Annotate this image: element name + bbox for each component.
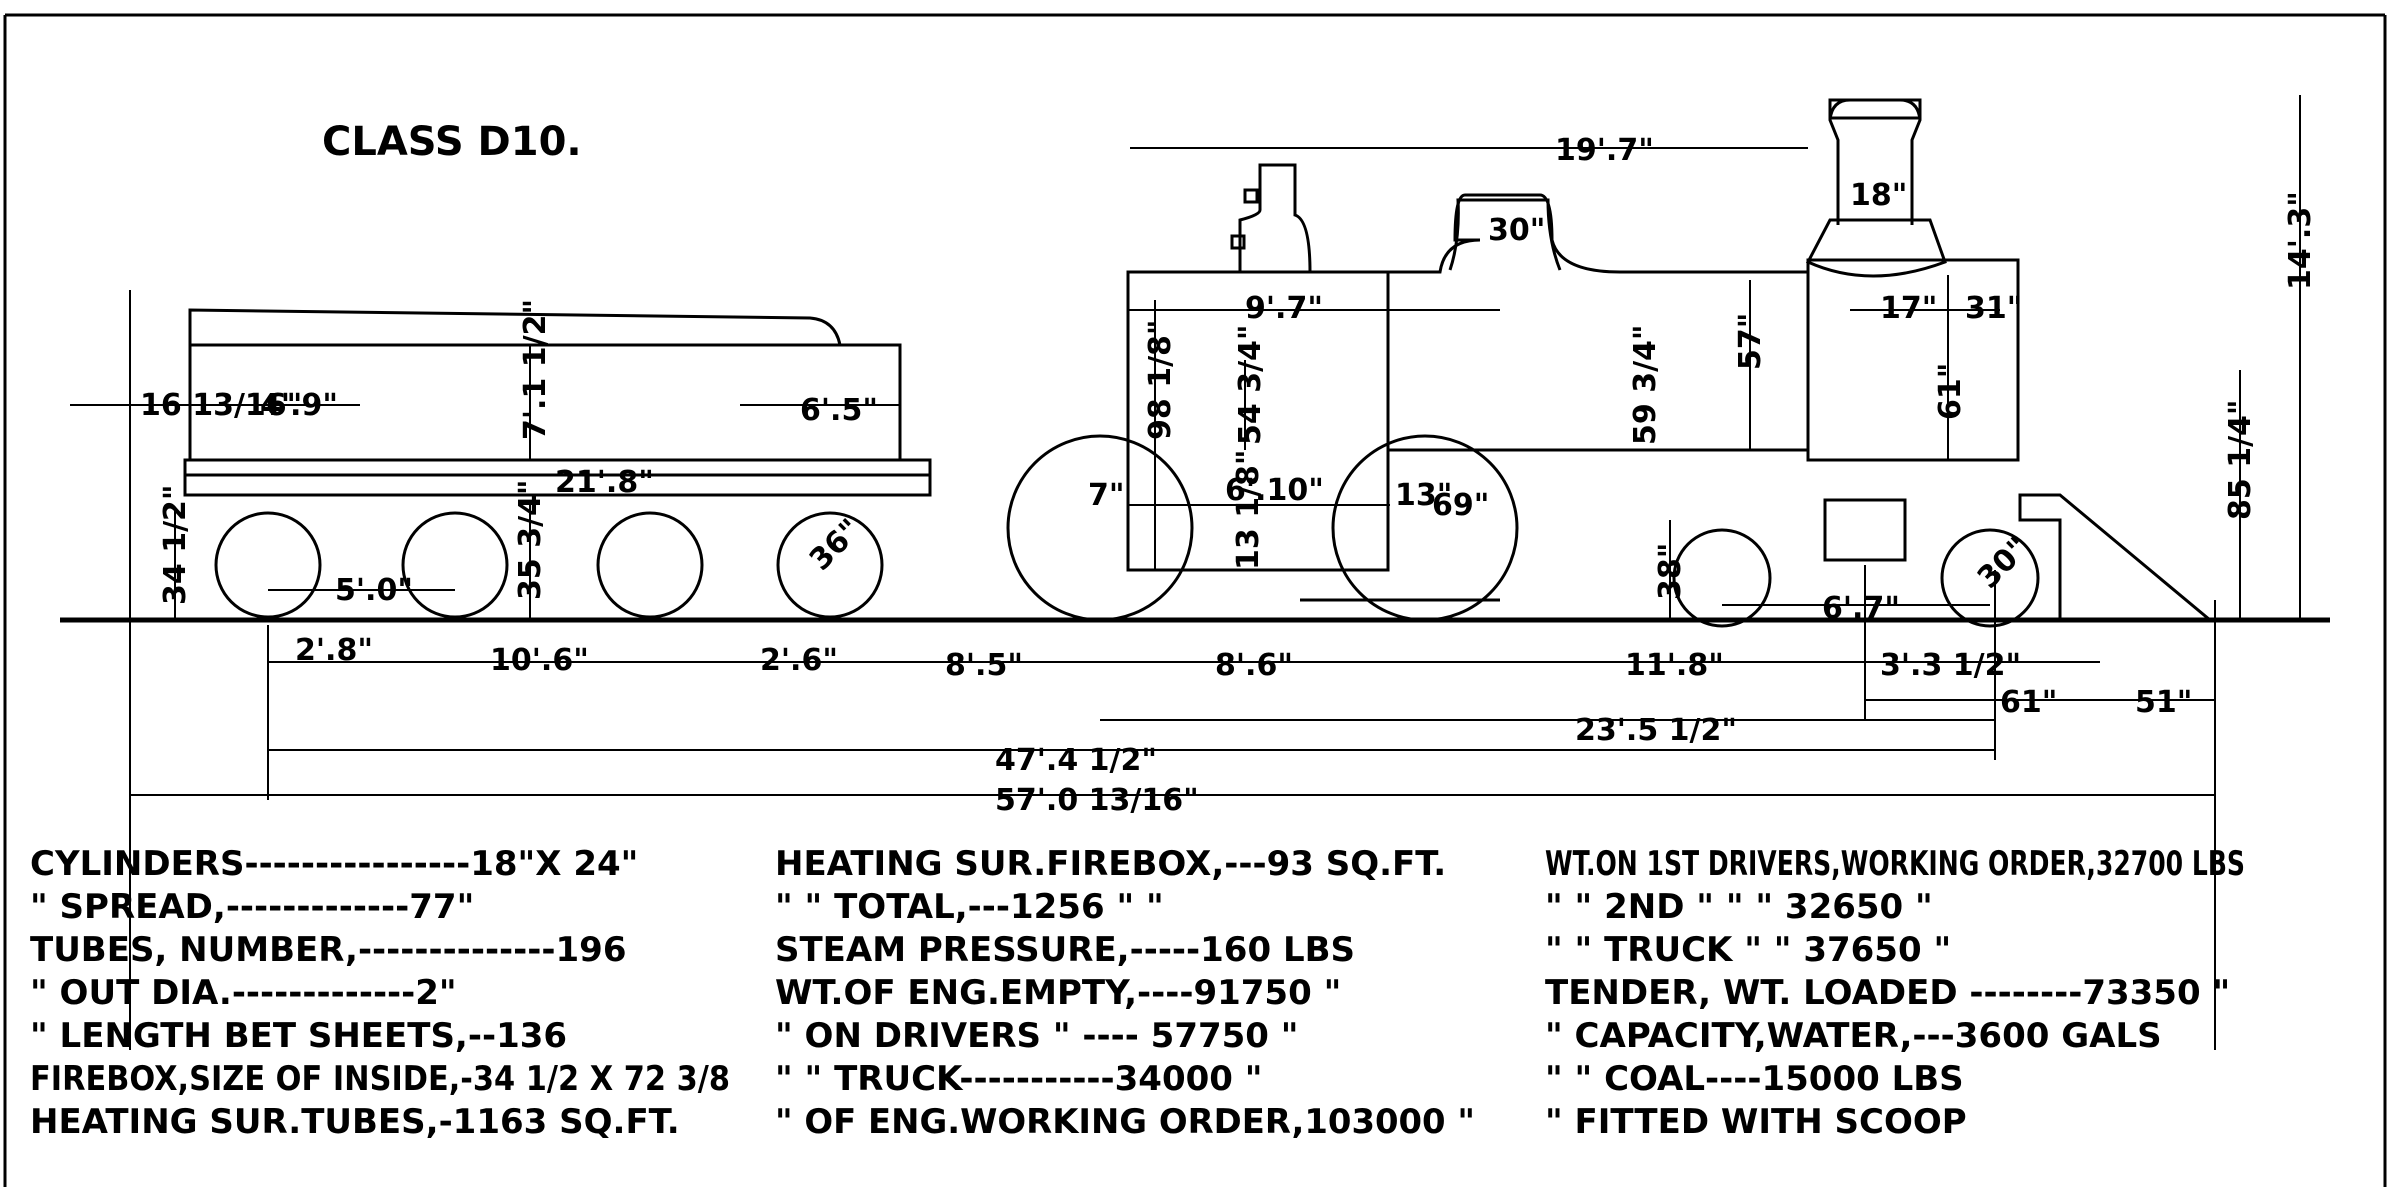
dim-tender-16: 16 13/16": [140, 388, 302, 423]
dim-total-length: 57'.0 13/16": [995, 783, 1199, 818]
spec-line: " CAPACITY,WATER,---3600 GALS: [1545, 1016, 2162, 1056]
spec-line: " LENGTH BET SHEETS,--136: [30, 1016, 567, 1056]
spec-line: WT.ON 1ST DRIVERS,WORKING ORDER,32700 LB…: [1545, 844, 2245, 884]
dim-tender-34: 34 1/2": [158, 484, 193, 605]
dim-cab-length: 9'.7": [1245, 291, 1323, 326]
spec-table: CYLINDERS----------------18"X 24" " SPRE…: [30, 844, 2245, 1142]
spec-line: " " TRUCK-----------34000 ": [775, 1059, 1263, 1099]
dim-tender-71: 7'.1 1/2": [518, 299, 553, 440]
spec-line: " SPREAD,-------------77": [30, 887, 474, 927]
spec-line: CYLINDERS----------------18"X 24": [30, 844, 638, 884]
dim-firebox-13: 13": [1395, 478, 1452, 513]
drawing-title: CLASS D10.: [322, 119, 582, 165]
dim-smokebox-31: 31": [1965, 291, 2022, 326]
dim-boiler-length: 19'.7": [1555, 133, 1654, 168]
engine-body: [1126, 98, 2215, 622]
spec-column-1: CYLINDERS----------------18"X 24" " SPRE…: [30, 844, 730, 1142]
dim-wb-86: 8'.6": [1215, 648, 1293, 683]
tender-wheel: [776, 511, 884, 619]
dim-dome-dia: 30": [1488, 213, 1545, 248]
dim-wb-85: 8'.5": [945, 648, 1023, 683]
spec-line: " OUT DIA.-------------2": [30, 973, 457, 1013]
dim-smokebox-17: 17": [1880, 291, 1937, 326]
driver-wheel: [1331, 434, 1519, 622]
dim-truck-38: 38": [1653, 543, 1688, 600]
dim-engine-wb: 23'.5 1/2": [1575, 713, 1737, 748]
spec-column-3: WT.ON 1ST DRIVERS,WORKING ORDER,32700 LB…: [1545, 844, 2245, 1142]
dim-boiler-center: 85 1/4": [2223, 399, 2258, 520]
tender-body: [183, 308, 932, 497]
spec-line: " OF ENG.WORKING ORDER,103000 ": [775, 1102, 1475, 1142]
spec-line: TUBES, NUMBER,--------------196: [30, 930, 626, 970]
dim-truck-base: 6'.7": [1822, 591, 1900, 626]
dim-driver-dia: 69": [1432, 488, 1489, 523]
driver-wheel: [1006, 434, 1194, 622]
tender-wheel: [401, 511, 509, 619]
spec-column-2: HEATING SUR.FIREBOX,---93 SQ.FT. " " TOT…: [775, 844, 1475, 1142]
spec-line: HEATING SUR.FIREBOX,---93 SQ.FT.: [775, 844, 1446, 884]
dim-boiler-57: 57": [1733, 313, 1768, 370]
dim-stack-dia: 18": [1850, 178, 1907, 213]
spec-line: TENDER, WT. LOADED --------73350 ": [1545, 973, 2230, 1013]
dim-wb-118: 11'.8": [1625, 648, 1724, 683]
spec-line: WT.OF ENG.EMPTY,----91750 ": [775, 973, 1341, 1013]
spec-line: STEAM PRESSURE,-----160 LBS: [775, 930, 1355, 970]
dimension-labels: 19'.7" 18" 30" 9'.7" 17" 31" 14'.3" 85 1…: [140, 133, 2318, 818]
tender-wheel: [214, 511, 322, 619]
spec-line: FIREBOX,SIZE OF INSIDE,-34 1/2 X 72 3/8: [30, 1059, 730, 1099]
dim-total-wheelbase: 47'.4 1/2": [995, 743, 1157, 778]
dim-truck-30: 30": [1971, 530, 2036, 595]
dim-wb-106: 10'.6": [490, 643, 589, 678]
spec-line: " FITTED WITH SCOOP: [1545, 1102, 1967, 1142]
dim-firebox-54: 54 3/4": [1233, 324, 1268, 445]
dim-overall-height: 14'.3": [2283, 191, 2318, 290]
dim-driver-7: 7": [1088, 478, 1125, 513]
dim-wb-28: 2'.8": [295, 633, 373, 668]
dim-boiler-61: 61": [1933, 363, 1968, 420]
dim-pilot-51: 51": [2135, 685, 2192, 720]
dim-tender-49: 4'.9": [260, 388, 338, 423]
dim-wb-33: 3'.3 1/2": [1880, 648, 2021, 683]
dim-pilot-61: 61": [2000, 685, 2057, 720]
dim-firebox-length: 6'.10": [1225, 473, 1324, 508]
truck-wheel: [1940, 528, 2040, 628]
dim-tender-35: 35 3/4": [513, 479, 548, 600]
dim-tender-50: 5'.0": [335, 573, 413, 608]
engine-wheels: [1006, 434, 2040, 628]
spec-line: " ON DRIVERS " ---- 57750 ": [775, 1016, 1299, 1056]
truck-wheel: [1672, 528, 1772, 628]
dim-wb-26: 2'.6": [760, 643, 838, 678]
dim-firebox-13b: 13 1/8": [1231, 449, 1266, 570]
spec-line: " " 2ND " " " 32650 ": [1545, 887, 1933, 927]
dimension-lines: [70, 95, 2301, 1050]
spec-line: " " TOTAL,---1256 " ": [775, 887, 1164, 927]
spec-line: " " COAL----15000 LBS: [1545, 1059, 1964, 1099]
dim-tender-65: 6'.5": [800, 393, 878, 428]
spec-line: HEATING SUR.TUBES,-1163 SQ.FT.: [30, 1102, 680, 1142]
page-border: [3, 13, 2387, 1187]
dim-tender-218: 21'.8": [555, 465, 654, 500]
tender-wheels: [214, 511, 884, 619]
dim-firebox-59: 59 3/4": [1628, 324, 1663, 445]
spec-line: " " TRUCK " " 37650 ": [1545, 930, 1951, 970]
tender-wheel: [596, 511, 704, 619]
dim-firebox-98: 98 1/8": [1143, 319, 1178, 440]
